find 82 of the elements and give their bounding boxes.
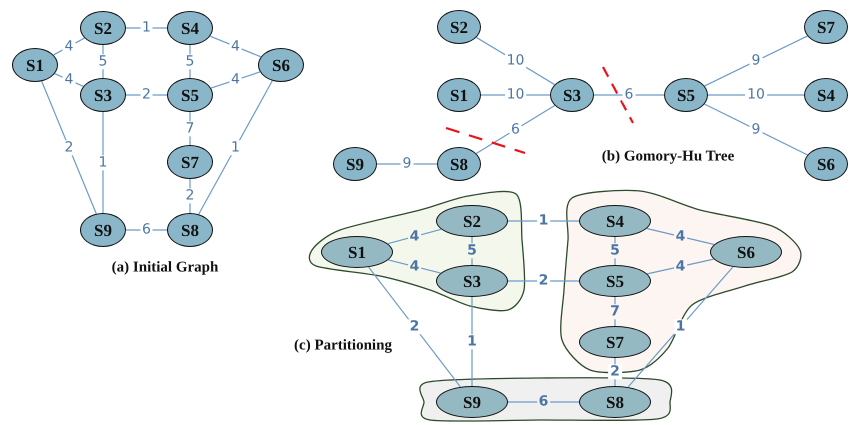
edge-label: 1 bbox=[229, 140, 242, 156]
node-label: S3 bbox=[94, 86, 112, 104]
graph-edge bbox=[126, 27, 167, 29]
graph-node bbox=[167, 213, 213, 247]
graph-edge bbox=[508, 220, 579, 222]
edge-label: 5 bbox=[608, 243, 622, 259]
node-label: S6 bbox=[817, 156, 835, 172]
graph-node bbox=[167, 11, 213, 45]
graph-edge bbox=[704, 36, 808, 86]
caption: (b) Gomory-Hu Tree bbox=[602, 148, 734, 166]
graph-node bbox=[167, 145, 213, 179]
edge-label: 7 bbox=[184, 120, 196, 136]
graph-edge bbox=[704, 104, 808, 156]
node-label: S8 bbox=[606, 394, 624, 410]
graph-edge bbox=[102, 112, 104, 213]
graph-node bbox=[437, 10, 481, 44]
graph-edge bbox=[508, 280, 579, 282]
graph-edge bbox=[708, 94, 804, 96]
graph-edge bbox=[628, 266, 734, 388]
edge-label: 10 bbox=[504, 53, 526, 69]
node-label: S5 bbox=[606, 272, 624, 290]
graph-node bbox=[664, 78, 708, 112]
graph-edge bbox=[198, 80, 273, 215]
node-label: S1 bbox=[450, 86, 468, 104]
graph-edge bbox=[594, 94, 664, 96]
graph-node bbox=[550, 78, 594, 112]
graph-node bbox=[12, 48, 58, 82]
node-label: S9 bbox=[94, 222, 112, 238]
edge-label: 6 bbox=[622, 87, 636, 103]
node-label: S4 bbox=[606, 212, 624, 230]
node-label: S9 bbox=[346, 156, 364, 172]
node-label: S5 bbox=[677, 86, 695, 104]
graph-node bbox=[437, 78, 481, 112]
edge-label: 5 bbox=[465, 243, 479, 259]
graph-edge bbox=[481, 94, 550, 96]
node-label: S6 bbox=[737, 244, 755, 260]
graph-edge bbox=[368, 266, 461, 388]
edge-label: 2 bbox=[408, 319, 422, 335]
graph-node bbox=[258, 48, 304, 82]
graph-node bbox=[80, 11, 126, 45]
graph-node bbox=[804, 78, 848, 112]
node-label: S2 bbox=[94, 20, 112, 36]
graph-node bbox=[167, 78, 213, 112]
graph-edge bbox=[476, 105, 556, 154]
graph-node bbox=[333, 147, 377, 181]
graph-edge bbox=[126, 94, 167, 96]
graph-edge bbox=[476, 36, 555, 86]
node-label: S3 bbox=[463, 272, 481, 290]
caption: (a) Initial Graph bbox=[112, 260, 218, 276]
edge-label: 2 bbox=[608, 364, 622, 380]
node-label: S8 bbox=[181, 222, 199, 238]
graph-edge bbox=[508, 401, 579, 403]
edge-label: 2 bbox=[62, 140, 76, 156]
graph-node bbox=[80, 213, 126, 247]
graph-edge bbox=[126, 229, 167, 231]
graph-node bbox=[804, 10, 848, 44]
node-label: S7 bbox=[181, 154, 199, 170]
node-label: S3 bbox=[563, 86, 581, 104]
node-label: S2 bbox=[450, 18, 468, 36]
node-label: S2 bbox=[463, 212, 481, 230]
graph-node bbox=[80, 78, 126, 112]
graph-edge bbox=[377, 163, 437, 165]
node-label: S8 bbox=[450, 156, 468, 172]
node-label: S5 bbox=[181, 86, 199, 104]
edge-label: 5 bbox=[184, 54, 196, 70]
edge-label: 1 bbox=[674, 319, 688, 335]
graph-node bbox=[437, 147, 481, 181]
graph-edge bbox=[646, 228, 714, 246]
node-label: S7 bbox=[817, 18, 835, 36]
graph-edge bbox=[189, 179, 191, 213]
edge-label: 7 bbox=[608, 304, 622, 320]
graph-node bbox=[804, 147, 848, 181]
graph-edge bbox=[41, 81, 97, 214]
node-label: S9 bbox=[463, 394, 481, 410]
node-label: S4 bbox=[181, 20, 199, 36]
node-label: S4 bbox=[817, 86, 835, 104]
node-label: S7 bbox=[606, 334, 624, 350]
node-label: S1 bbox=[26, 56, 44, 74]
caption: (c) Partitioning bbox=[294, 338, 392, 354]
node-label: S1 bbox=[348, 244, 366, 260]
node-label: S6 bbox=[272, 56, 290, 74]
edge-label: 5 bbox=[96, 54, 110, 70]
